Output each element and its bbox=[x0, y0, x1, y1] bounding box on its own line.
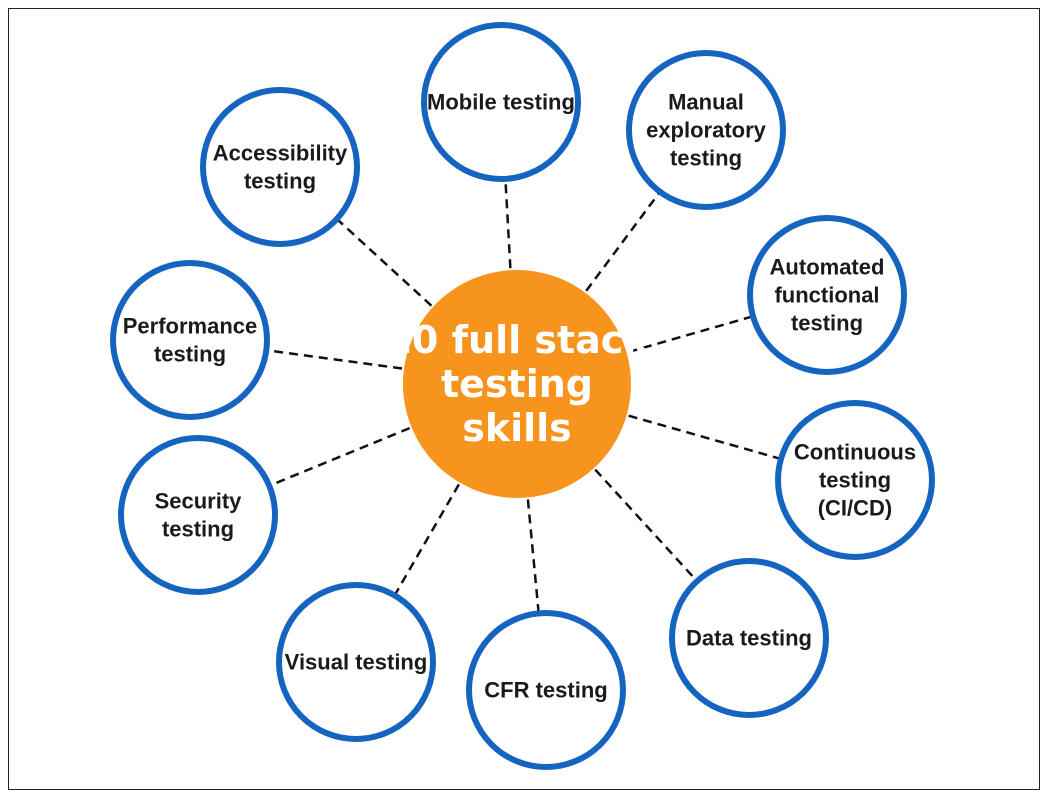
connector-accessibility bbox=[337, 219, 433, 307]
skill-circle bbox=[669, 558, 829, 718]
skill-circle bbox=[775, 400, 935, 560]
skill-label: testing bbox=[670, 146, 742, 171]
skill-node-visual: Visual testing bbox=[276, 582, 436, 742]
skill-label: Data testing bbox=[686, 626, 812, 651]
skill-node-cfr: CFR testing bbox=[466, 610, 626, 770]
skill-label: testing bbox=[791, 311, 863, 336]
skill-circle bbox=[200, 87, 360, 247]
skill-node-manual-exploratory: Manual exploratory testing bbox=[626, 50, 786, 210]
hub-title: testing bbox=[441, 362, 593, 406]
connector-mobile bbox=[504, 180, 512, 269]
skill-node-data: Data testing bbox=[669, 558, 829, 718]
skill-label: Visual testing bbox=[285, 650, 428, 675]
skill-label: CFR testing bbox=[484, 678, 607, 703]
connector-cfr bbox=[526, 499, 540, 612]
skill-node-performance: Performance testing bbox=[110, 260, 270, 420]
skill-label: (CI/CD) bbox=[818, 496, 893, 521]
connector-automated-functional bbox=[628, 315, 752, 354]
skill-label: Security bbox=[155, 489, 243, 514]
connector-lines bbox=[268, 180, 780, 612]
skill-label: testing bbox=[162, 517, 234, 542]
skill-label: Automated bbox=[770, 255, 885, 280]
skill-label: Performance bbox=[123, 314, 258, 339]
hub-title: skills bbox=[462, 406, 572, 450]
skill-label: testing bbox=[154, 342, 226, 367]
skill-circle bbox=[421, 22, 581, 182]
skill-circle bbox=[118, 435, 278, 595]
skill-label: exploratory bbox=[646, 118, 767, 143]
skill-node-security: Security testing bbox=[118, 435, 278, 595]
skill-circle bbox=[747, 215, 907, 375]
skill-node-accessibility: Accessibility testing bbox=[200, 87, 360, 247]
connector-visual bbox=[394, 483, 460, 595]
connector-performance bbox=[268, 349, 403, 370]
skill-label: Continuous bbox=[794, 440, 916, 465]
skill-label: Mobile testing bbox=[427, 90, 575, 115]
hub-title: 10 full stack bbox=[385, 318, 649, 362]
skill-node-mobile: Mobile testing bbox=[421, 22, 581, 182]
skill-label: Manual bbox=[668, 90, 744, 115]
connector-security bbox=[270, 426, 411, 487]
connector-manual-exploratory bbox=[585, 192, 660, 292]
hub-circle bbox=[403, 270, 631, 498]
skill-circle bbox=[626, 50, 786, 210]
skill-circle bbox=[466, 610, 626, 770]
skill-node-automated-functional: Automated functional testing bbox=[747, 215, 907, 375]
skill-label: Accessibility bbox=[213, 141, 348, 166]
skill-label: testing bbox=[819, 468, 891, 493]
skill-circle bbox=[110, 260, 270, 420]
skill-circle bbox=[276, 582, 436, 742]
connector-data bbox=[594, 468, 697, 581]
connector-continuous bbox=[628, 414, 780, 460]
skill-label: functional bbox=[774, 283, 879, 308]
skill-node-continuous: Continuous testing (CI/CD) bbox=[775, 400, 935, 560]
skill-label: testing bbox=[244, 169, 316, 194]
